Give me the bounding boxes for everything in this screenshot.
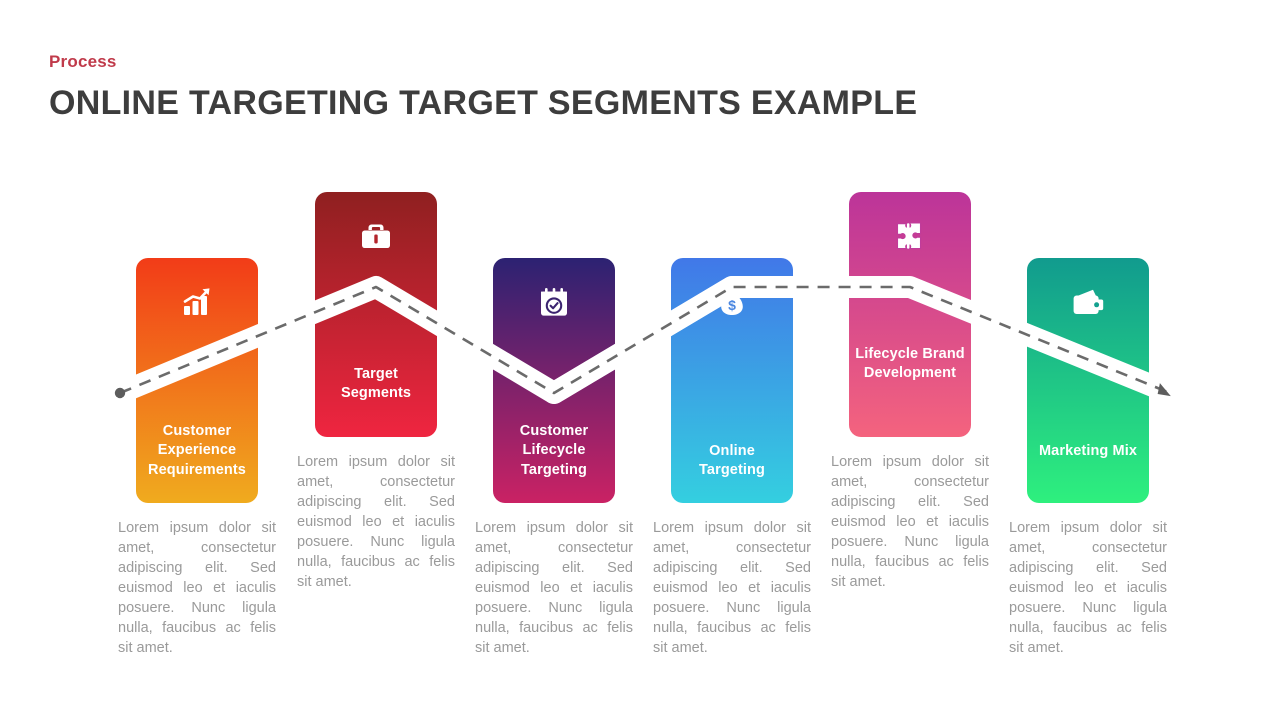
connector-white-band [109, 276, 1181, 404]
bar-chart-growth-icon [136, 284, 258, 320]
step-card-2[interactable]: Target Segments [315, 192, 437, 437]
step-label-2: Target Segments [340, 366, 412, 402]
step-body-2: Lorem ipsum dolor sit amet, consectetur … [297, 454, 455, 590]
page-title: ONLINE TARGETING TARGET SEGMENTS EXAMPLE [49, 84, 918, 123]
puzzle-pieces-icon [849, 218, 971, 254]
step-card-4[interactable]: $ Online Targeting [671, 258, 793, 503]
svg-text:$: $ [728, 297, 736, 313]
step-label-3: Customer Lifecycle Targeting [519, 423, 589, 478]
eyebrow-label: Process [49, 52, 117, 71]
slide-header: Process ONLINE TARGETING TARGET SEGMENTS… [49, 52, 1149, 123]
step-card-6[interactable]: Marketing Mix [1027, 258, 1149, 503]
connector-dashed-line [119, 285, 1171, 395]
step-card-3[interactable]: Customer Lifecycle Targeting [493, 258, 615, 503]
step-body-1: Lorem ipsum dolor sit amet, consectetur … [118, 520, 276, 656]
step-label-4: Online Targeting [699, 443, 765, 479]
step-card-1[interactable]: Customer Experience Requirements [136, 258, 258, 503]
money-bag-icon: $ [671, 284, 793, 320]
step-body-6: Lorem ipsum dolor sit amet, consectetur … [1009, 520, 1167, 656]
step-body-3: Lorem ipsum dolor sit amet, consectetur … [475, 520, 633, 656]
step-label-1: Customer Experience Requirements [148, 423, 246, 478]
step-label-5: Lifecycle Brand Development [855, 346, 965, 382]
step-body-5: Lorem ipsum dolor sit amet, consectetur … [831, 454, 989, 590]
connector-start-dot [114, 387, 126, 399]
step-label-6: Marketing Mix [1039, 443, 1137, 459]
step-card-5[interactable]: Lifecycle Brand Development [849, 192, 971, 437]
wallet-icon [1027, 284, 1149, 320]
briefcase-icon [315, 218, 437, 254]
connector-arrowhead [1157, 383, 1171, 397]
calendar-check-icon [493, 284, 615, 320]
step-body-4: Lorem ipsum dolor sit amet, consectetur … [653, 520, 811, 656]
